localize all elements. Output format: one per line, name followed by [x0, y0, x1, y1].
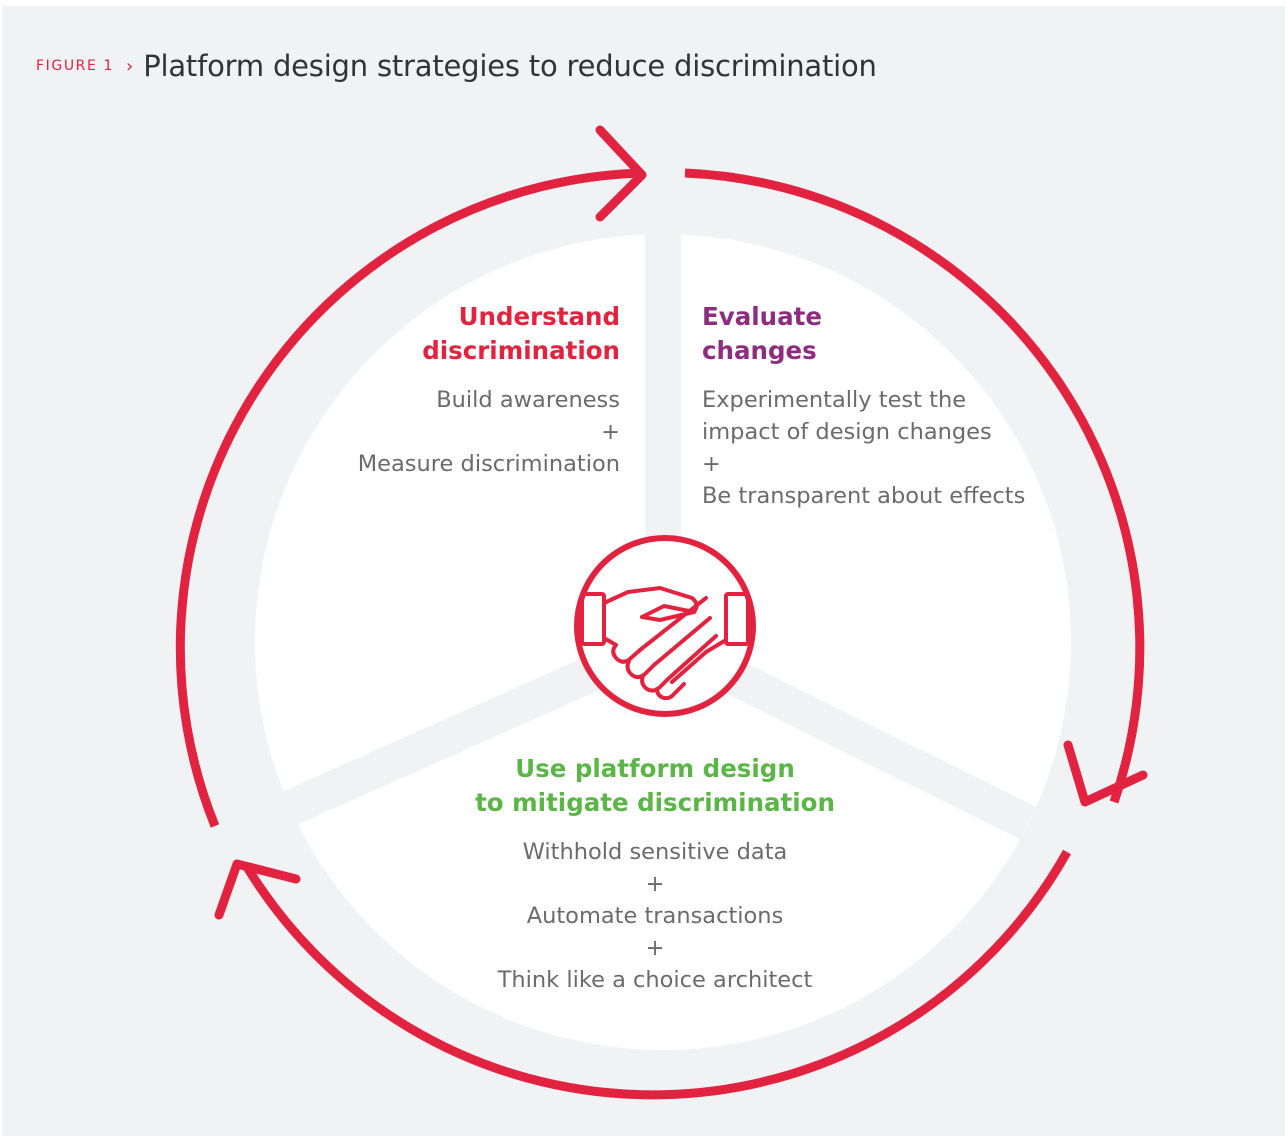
section-design: Use platform design to mitigate discrimi… [455, 752, 855, 996]
design-heading-line1: Use platform design [515, 754, 795, 783]
design-item: Think like a choice architect [497, 967, 813, 993]
handshake-ring [574, 535, 756, 717]
design-item: Withhold sensitive data [522, 839, 788, 865]
understand-item: Build awareness [436, 387, 620, 413]
design-separator: + [645, 871, 665, 897]
handshake-emblem [574, 535, 756, 717]
chevron-right-icon: › [126, 55, 134, 77]
cycle-arcs [175, 168, 1145, 1100]
handshake-icon [580, 586, 750, 701]
understand-heading-line1: Understand [458, 302, 620, 331]
cycle-arc-left [175, 168, 643, 828]
figure-title: Platform design strategies to reduce dis… [143, 49, 877, 83]
arrowhead-icon [595, 125, 647, 222]
section-evaluate: Evaluate changes Experimentally test the… [702, 300, 1042, 512]
evaluate-item: Experimentally test the [702, 387, 967, 413]
evaluate-item: impact of design changes [702, 419, 992, 445]
evaluate-separator: + [702, 451, 721, 477]
arrowhead-icon [1063, 740, 1148, 807]
cycle-arc-bottom [243, 849, 1071, 1100]
section-understand: Understand discrimination Build awarenes… [300, 300, 620, 480]
design-separator: + [645, 935, 665, 961]
understand-item: Measure discrimination [357, 451, 620, 477]
figure-header: FIGURE 1 › Platform design strategies to… [36, 46, 877, 86]
understand-separator: + [601, 419, 620, 445]
evaluate-heading-line1: Evaluate [702, 302, 822, 331]
arrowhead-icon [214, 859, 301, 920]
design-item: Automate transactions [526, 903, 784, 929]
evaluate-item: Be transparent about effects [702, 483, 1026, 509]
evaluate-heading-line2: changes [702, 336, 817, 365]
design-heading-line2: to mitigate discrimination [475, 788, 835, 817]
understand-heading-line2: discrimination [422, 336, 620, 365]
figure-label: FIGURE 1 [36, 58, 115, 74]
cycle-arc-right [684, 168, 1145, 804]
